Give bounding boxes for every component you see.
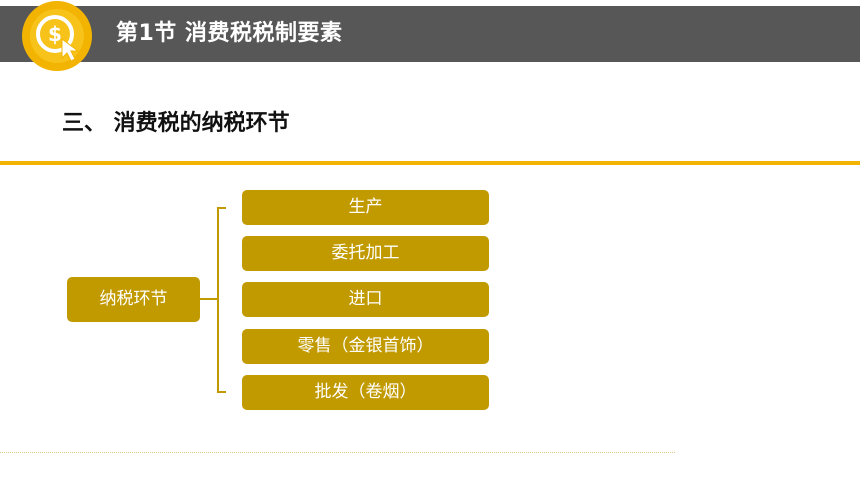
page-title: 第1节 消费税税制要素 bbox=[116, 21, 343, 46]
root-node: 纳税环节 bbox=[67, 277, 200, 322]
child-node-wholesale: 批发（卷烟） bbox=[242, 375, 489, 410]
child-node-production: 生产 bbox=[242, 190, 489, 225]
child-node-import: 进口 bbox=[242, 282, 489, 317]
dollar-cursor-icon: $ bbox=[21, 0, 93, 72]
dotted-divider bbox=[0, 452, 675, 453]
child-node-retail: 零售（金银首饰） bbox=[242, 329, 489, 364]
header-bar bbox=[0, 6, 860, 62]
gold-divider bbox=[0, 161, 860, 165]
child-node-commissioned-processing: 委托加工 bbox=[242, 236, 489, 271]
bracket-connector bbox=[200, 207, 226, 393]
section-title: 三、 消费税的纳税环节 bbox=[62, 111, 290, 136]
svg-text:$: $ bbox=[48, 22, 62, 46]
